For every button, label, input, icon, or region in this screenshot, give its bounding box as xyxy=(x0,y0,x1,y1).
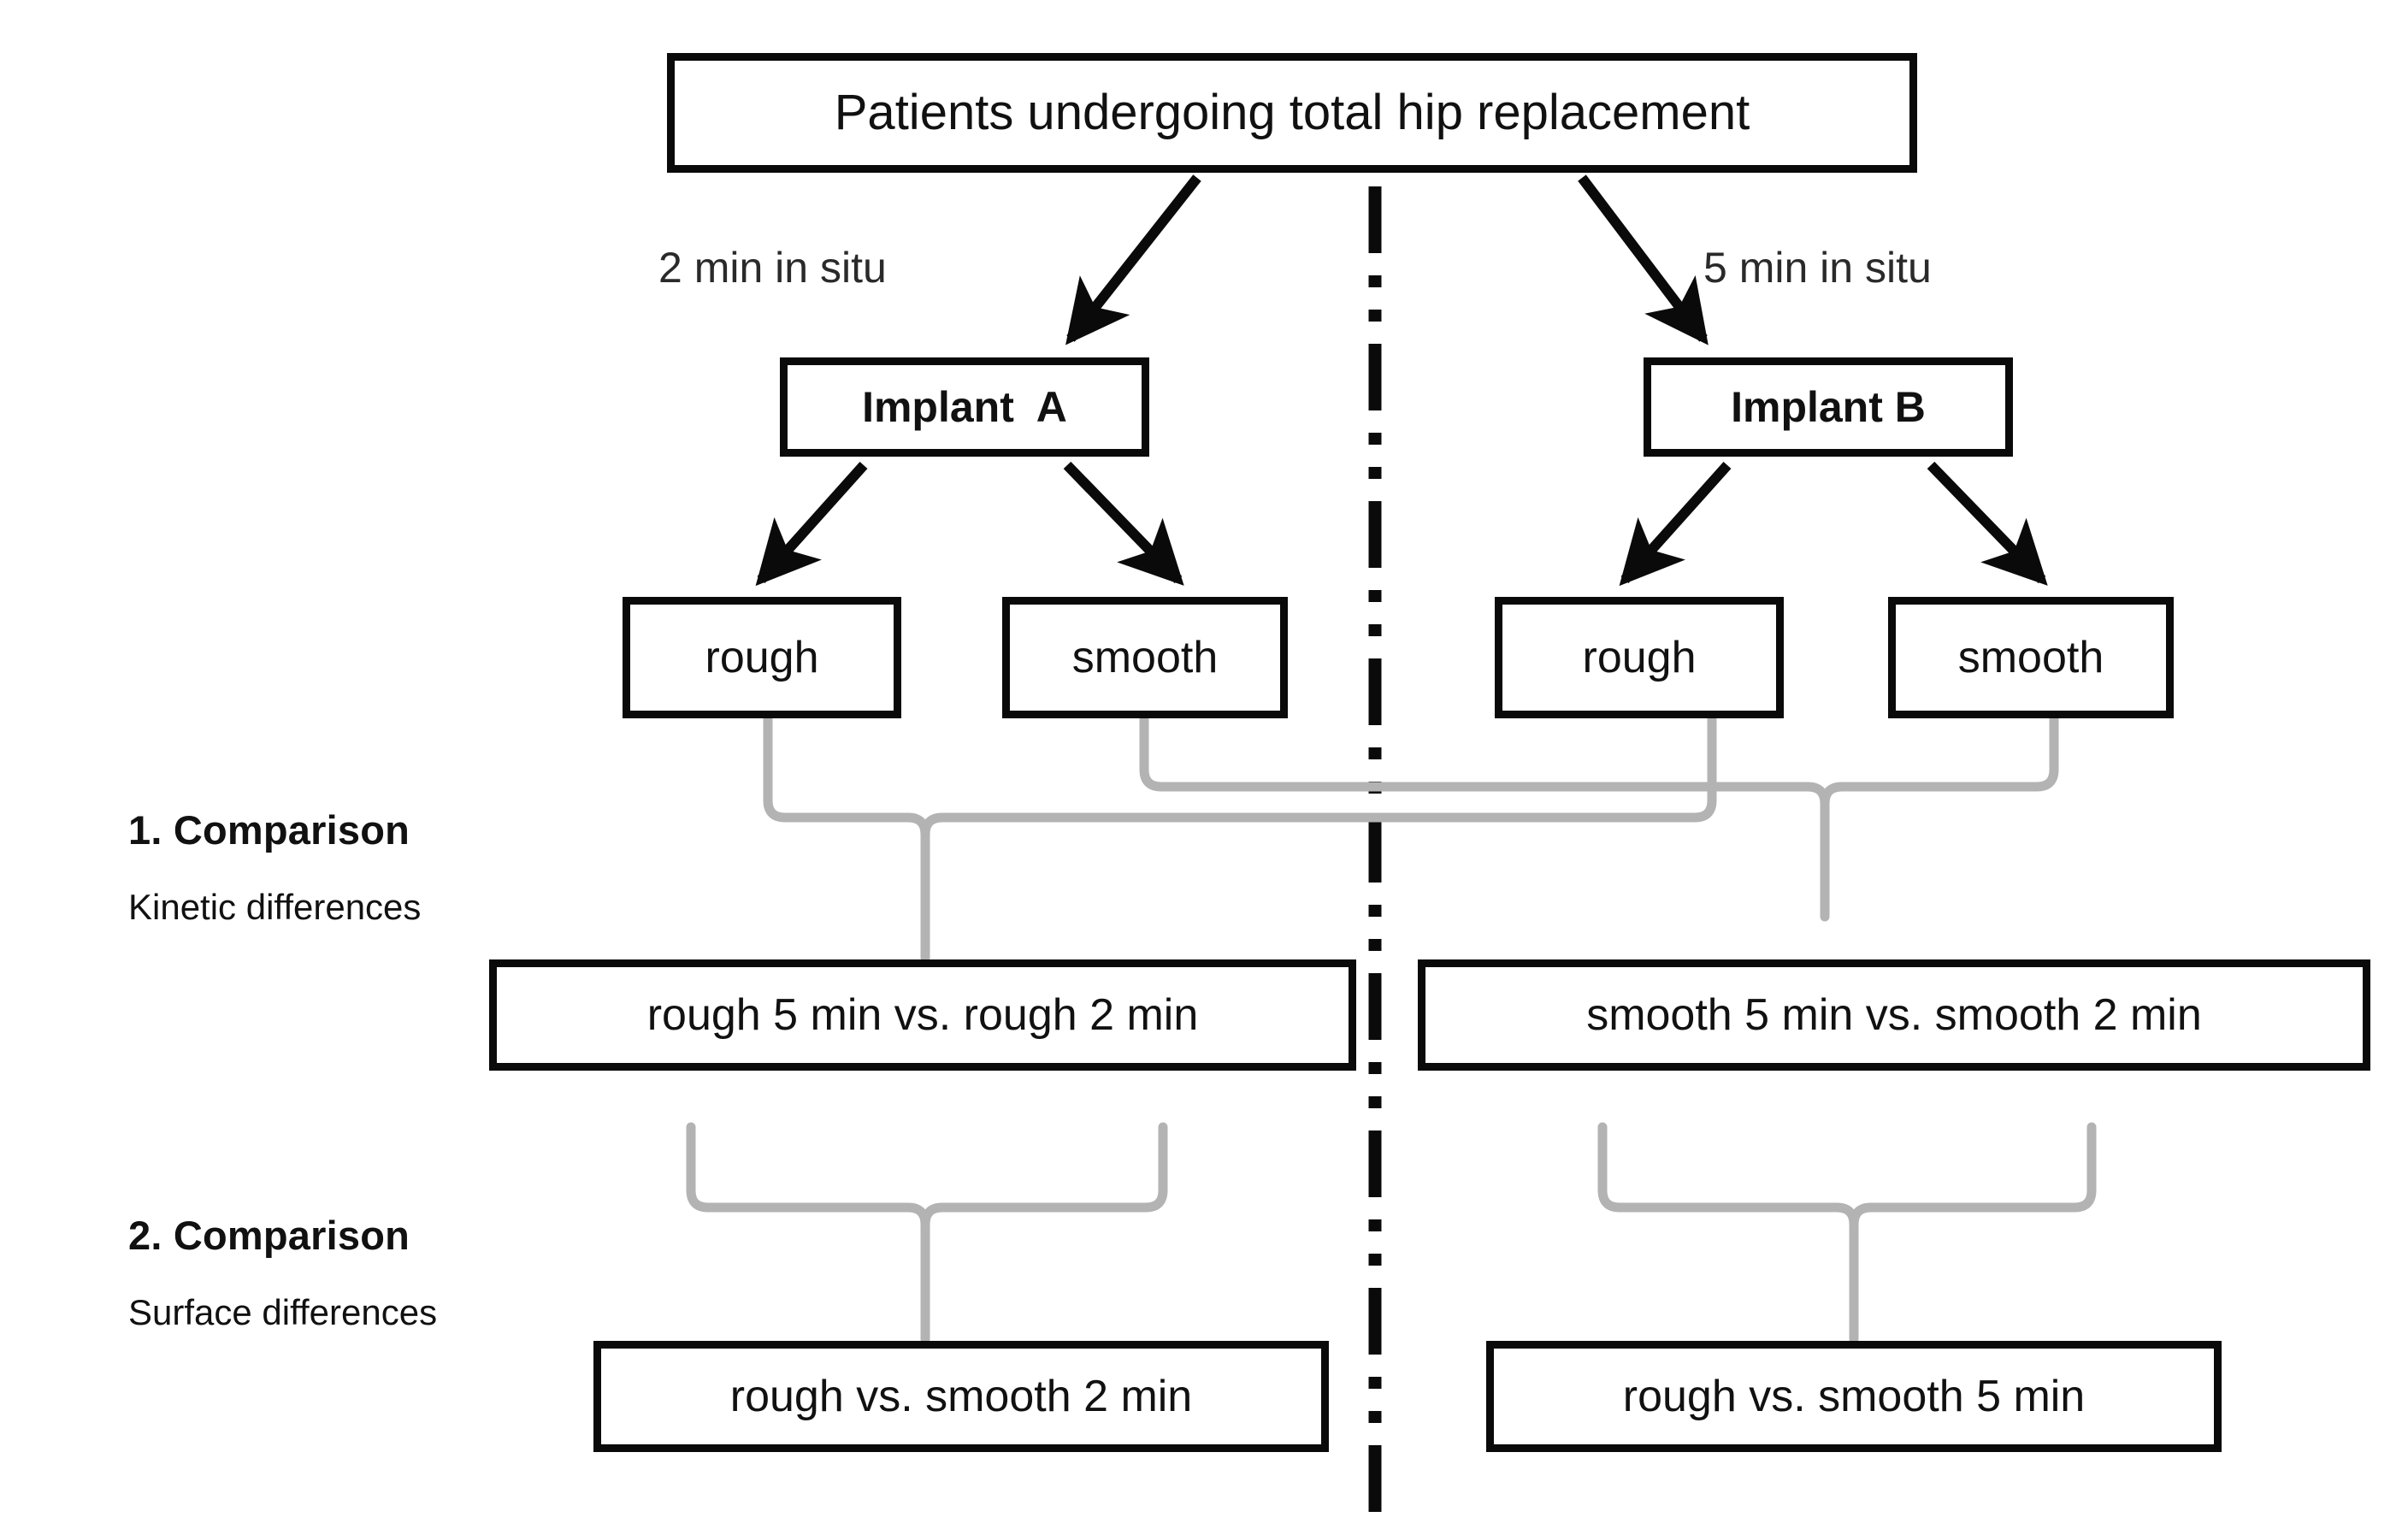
brace-comparison2-right xyxy=(1597,1122,2097,1344)
brace-comparison1-rough xyxy=(763,713,1717,963)
node-left-surface-rough[interactable]: rough xyxy=(623,597,901,718)
node-implant-a[interactable]: Implant A xyxy=(780,357,1149,457)
node-comparison-1-outcome-right[interactable]: smooth 5 min vs. smooth 2 min xyxy=(1418,959,2370,1071)
node-comparison-2-outcome-right[interactable]: rough vs. smooth 5 min xyxy=(1486,1341,2222,1452)
brace-comparison2-left xyxy=(686,1122,1168,1344)
comparison-1-subtitle: Kinetic differences xyxy=(128,887,422,928)
arrow-implant-a-to-rough xyxy=(755,461,868,587)
comparison-1-label: 1. Comparison Kinetic differences xyxy=(128,776,421,962)
node-root-patients[interactable]: Patients undergoing total hip replacemen… xyxy=(667,53,1917,173)
comparison-2-title: 2. Comparison xyxy=(128,1213,410,1258)
comparison-2-label: 2. Comparison Surface differences xyxy=(128,1182,437,1367)
node-comparison-1-outcome-left[interactable]: rough 5 min vs. rough 2 min xyxy=(489,959,1356,1071)
arrow-root-to-implant-a xyxy=(1065,174,1201,345)
arrow-root-to-implant-b xyxy=(1578,174,1709,345)
arrow-implant-b-to-smooth xyxy=(1927,461,2048,586)
node-implant-b[interactable]: Implant B xyxy=(1644,357,2013,457)
arrow-implant-b-to-rough xyxy=(1619,461,1732,587)
node-right-surface-smooth[interactable]: smooth xyxy=(1888,597,2174,718)
comparison-1-title: 1. Comparison xyxy=(128,807,410,853)
node-left-surface-smooth[interactable]: smooth xyxy=(1002,597,1288,718)
label-left-time: 2 min in situ xyxy=(658,244,887,292)
node-right-surface-rough[interactable]: rough xyxy=(1495,597,1784,718)
arrow-implant-a-to-smooth xyxy=(1063,461,1184,586)
node-comparison-2-outcome-left[interactable]: rough vs. smooth 2 min xyxy=(593,1341,1329,1452)
brace-comparison1-smooth xyxy=(1139,713,2059,922)
comparison-2-subtitle: Surface differences xyxy=(128,1292,438,1333)
label-right-time: 5 min in situ xyxy=(1703,244,1932,292)
